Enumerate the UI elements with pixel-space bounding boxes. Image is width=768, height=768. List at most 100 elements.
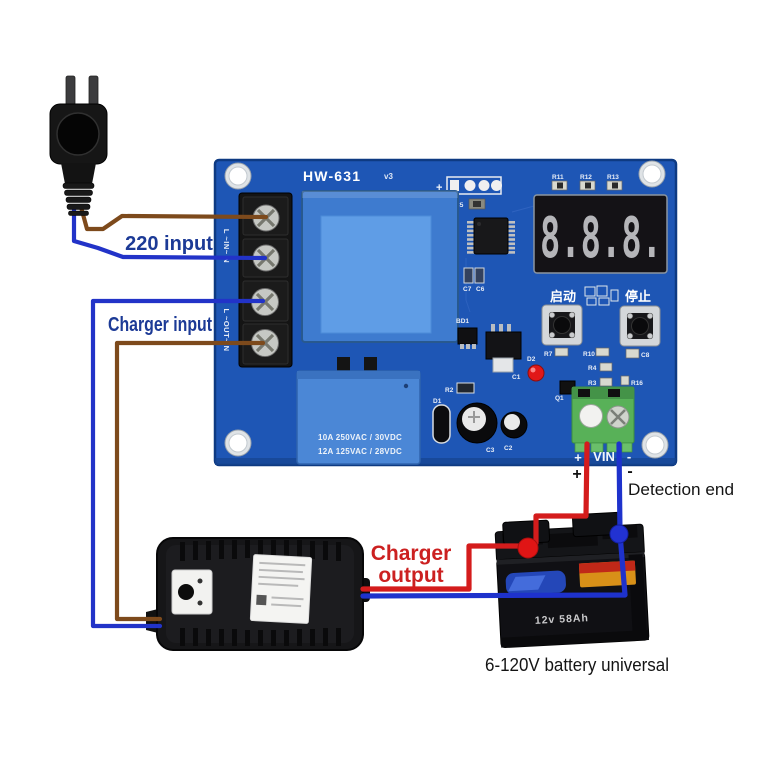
power-transistor <box>485 324 522 373</box>
relay-rating-1: 10A 250VAC / 30VDC <box>318 433 402 442</box>
transformer <box>301 190 459 371</box>
ac-plug <box>49 75 108 216</box>
label-220-input: 220 input <box>125 233 213 255</box>
silkscreen-ref: R11 <box>552 174 564 181</box>
led-indicator <box>527 364 545 382</box>
silkscreen-ref: R12 <box>580 174 592 181</box>
capacitor-c2 <box>500 411 528 439</box>
wire-detection-positive <box>533 441 590 546</box>
resistor-r4 <box>599 362 613 372</box>
plug-prong-left <box>65 75 76 109</box>
battery-brand-label <box>505 570 566 595</box>
mounting-hole-top-right <box>638 160 666 188</box>
silkscreen-ref: C1 <box>512 374 521 381</box>
plug-prong-right <box>88 75 99 109</box>
resistor-r16-part <box>620 375 630 386</box>
battery: 12v 58Ah <box>494 511 650 648</box>
transformer-pin <box>364 357 377 371</box>
vin-terminal <box>571 386 635 453</box>
diode-d1 <box>432 404 451 444</box>
terminal-screw-l-out <box>251 288 279 316</box>
vin-plus-silk: + <box>574 450 582 465</box>
start-button-label: 启动 <box>550 289 576 304</box>
silkscreen-ref: D1 <box>433 398 442 405</box>
smd-resistors-top <box>551 180 623 191</box>
transformer-pin <box>337 357 350 371</box>
battery-marking: 12v 58Ah <box>535 612 590 627</box>
silkscreen-ref: C6 <box>476 286 485 293</box>
capacitor-c8-part <box>625 348 640 359</box>
board-version: v3 <box>384 172 393 181</box>
silkscreen-ref: C7 <box>463 286 472 293</box>
charger-adapter <box>146 537 370 651</box>
board-model: HW-631 <box>303 168 361 184</box>
silkscreen-ref: Q1 <box>555 395 564 402</box>
silkscreen-ref: C2 <box>504 445 513 452</box>
annotations: 220 input Charger input Charger output D… <box>108 233 734 675</box>
vin-minus-silk: - <box>627 449 631 464</box>
wires <box>71 204 629 629</box>
seven-segment-display: 8.8.8. <box>533 194 668 274</box>
wire-charger-neutral <box>90 298 266 629</box>
mounting-holes <box>224 160 669 459</box>
stop-button-label: 停止 <box>625 289 651 304</box>
silkscreen-ref: R7 <box>544 351 553 358</box>
vin-label-silk: VIN <box>593 449 615 464</box>
label-charger-output-line2: output <box>378 564 443 587</box>
start-button <box>541 304 583 346</box>
component-c5-band <box>473 201 481 207</box>
wire-ac-live <box>78 204 269 232</box>
mounting-hole-bottom-left <box>224 429 252 457</box>
resistor-r3 <box>599 377 613 387</box>
ac-in-silk-label: L ~IN~ N <box>222 229 231 263</box>
wire-ac-neutral <box>71 204 268 261</box>
silkscreen-ref: R3 <box>588 380 597 387</box>
resistor-r7 <box>554 347 569 357</box>
wire-detection-negative <box>360 441 628 599</box>
battery-negative-node <box>609 524 629 544</box>
wire-charger-live <box>114 340 266 622</box>
mounting-hole-bottom-right <box>641 431 669 459</box>
relay-rating-2: 12A 125VAC / 28VDC <box>318 447 402 456</box>
label-detection-end: Detection end <box>628 480 734 499</box>
display-digits: 8.8.8. <box>540 206 662 271</box>
board-bottom-shade <box>215 458 676 465</box>
capacitor-c6 <box>474 267 485 284</box>
bridge-component <box>457 327 478 349</box>
charger-led-label <box>171 569 213 615</box>
silkscreen-ref: D2 <box>527 356 536 363</box>
mounting-hole-top-left <box>224 162 252 190</box>
battery-base <box>500 629 649 648</box>
charger-led-hole <box>178 584 194 600</box>
silkscreen-ref: R16 <box>631 380 643 387</box>
header-plus-silk: + <box>436 182 442 194</box>
label-charger-output-line1: Charger <box>371 542 452 565</box>
polarity-minus-label: - <box>627 463 632 480</box>
capacitor-c3 <box>456 402 498 444</box>
capacitor-c7 <box>463 267 474 284</box>
resistor-r2 <box>456 382 475 394</box>
stop-button <box>619 305 661 347</box>
silkscreen-ref: R2 <box>445 387 454 394</box>
silkscreen-ref: R13 <box>607 174 619 181</box>
relay: 10A 250VAC / 30VDC 12A 125VAC / 28VDC <box>296 370 421 465</box>
ac-out-silk-label: L ~OUT~ N <box>222 308 231 351</box>
charger-info-label <box>249 554 313 624</box>
silkscreen-ref: C5 <box>455 202 464 209</box>
silkscreen-ref: R4 <box>588 365 597 372</box>
pcb-board: HW-631 v3 + C5 R11 R12 R13 <box>213 158 678 467</box>
silkscreen-ref: R10 <box>583 351 595 358</box>
battery-spec-label <box>578 560 636 588</box>
silkscreen-ref: C3 <box>486 447 495 454</box>
charger-vents <box>180 540 341 646</box>
resistor-r10 <box>595 347 610 357</box>
wire-charger-output-positive <box>360 543 525 592</box>
programming-header: + <box>436 176 502 195</box>
plug-face <box>56 112 100 156</box>
ic-chip <box>467 217 515 255</box>
battery-positive-node <box>517 537 539 559</box>
plug-strain-relief <box>62 182 95 216</box>
silkscreen-ref: C8 <box>641 352 650 359</box>
